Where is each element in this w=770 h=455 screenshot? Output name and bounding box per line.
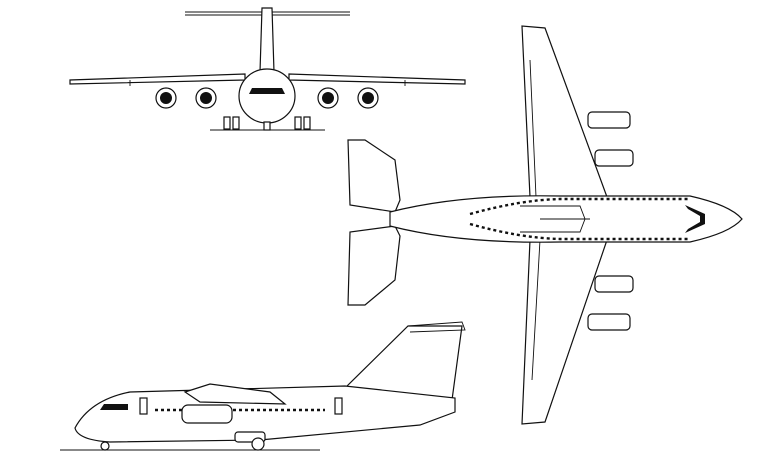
flap-line [529, 59, 541, 381]
side-landing-gear [100, 431, 266, 451]
front-vertical-fin [259, 7, 275, 73]
front-right-wing [288, 73, 466, 85]
top-horizontal-tail-lower [347, 225, 401, 306]
side-engine [181, 404, 233, 424]
top-cockpit-windows [685, 205, 705, 233]
front-engines [155, 87, 379, 109]
top-view [347, 25, 743, 425]
side-view [60, 321, 466, 451]
front-cockpit-windows [249, 88, 285, 94]
side-tailplane [407, 321, 466, 333]
front-fuselage [238, 68, 296, 124]
top-wing-root [520, 205, 590, 233]
side-door [334, 397, 343, 415]
front-landing-gear [223, 116, 311, 131]
side-fuselage [74, 385, 456, 443]
front-view [69, 7, 466, 131]
top-horizontal-tail-upper [347, 139, 401, 213]
front-left-wing [69, 73, 246, 85]
side-door [139, 397, 148, 415]
side-wing [183, 383, 287, 405]
top-engines [587, 111, 634, 331]
side-cockpit-windows [100, 404, 128, 410]
